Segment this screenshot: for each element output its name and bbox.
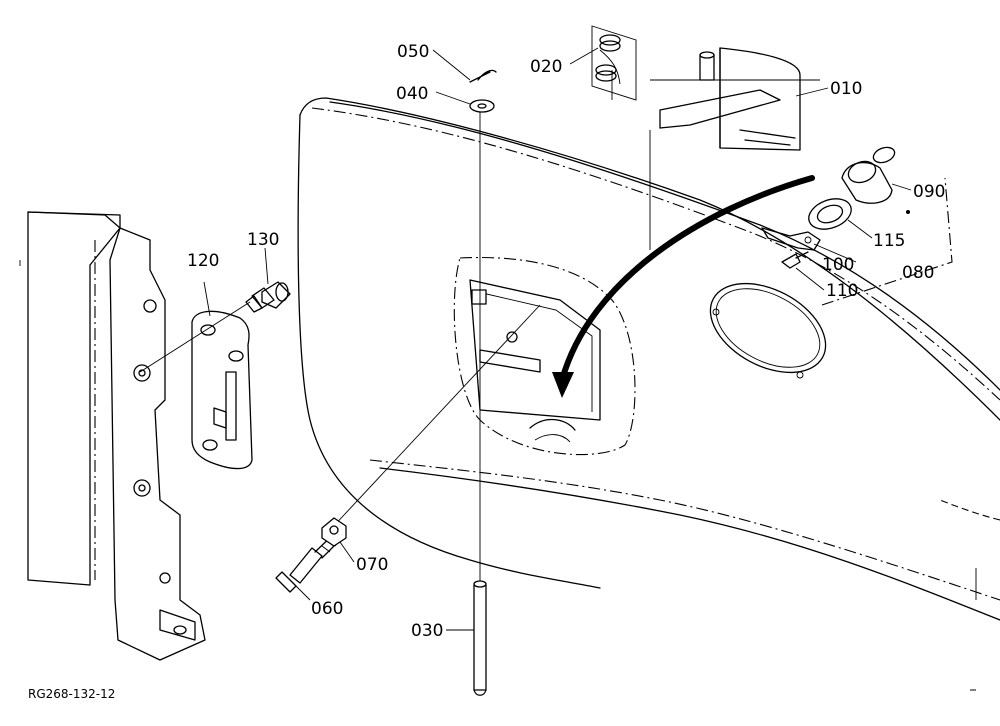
label-130: 130 [247, 230, 279, 250]
label-090: 090 [913, 182, 945, 202]
label-100: 100 [822, 255, 854, 275]
part-060-bolt [275, 304, 541, 593]
label-020: 020 [530, 57, 562, 77]
label-115: 115 [873, 231, 905, 251]
label-060: 060 [311, 599, 343, 619]
part-labels: 050 040 020 010 090 115 100 080 110 130 … [28, 42, 945, 701]
part-090-cylinder [841, 146, 910, 214]
part-020-springs [591, 25, 637, 101]
label-070: 070 [356, 555, 388, 575]
part-050-clip [469, 69, 497, 83]
label-110: 110 [826, 281, 858, 301]
part-030-pin [473, 112, 487, 696]
label-080: 080 [902, 263, 934, 283]
part-120-plate [139, 301, 253, 470]
label-050: 050 [397, 42, 429, 62]
edge-marks [970, 568, 977, 691]
door-pillar [19, 211, 206, 661]
label-120: 120 [187, 251, 219, 271]
part-115-seal [808, 198, 852, 230]
leader-lines [203, 47, 912, 631]
label-030: 030 [411, 621, 443, 641]
label-040: 040 [396, 84, 428, 104]
part-070-nut [321, 517, 347, 547]
label-010: 010 [830, 79, 862, 99]
part-130-stud [245, 281, 291, 313]
door-panel [297, 97, 1000, 621]
part-010-bracket [611, 47, 820, 250]
part-040-washer [469, 99, 495, 113]
lock-recess [453, 256, 636, 456]
reference-code: RG268-132-12 [28, 687, 115, 701]
oval-window [709, 282, 827, 379]
part-110-screw [781, 251, 809, 269]
assembly-arrow [552, 175, 815, 398]
